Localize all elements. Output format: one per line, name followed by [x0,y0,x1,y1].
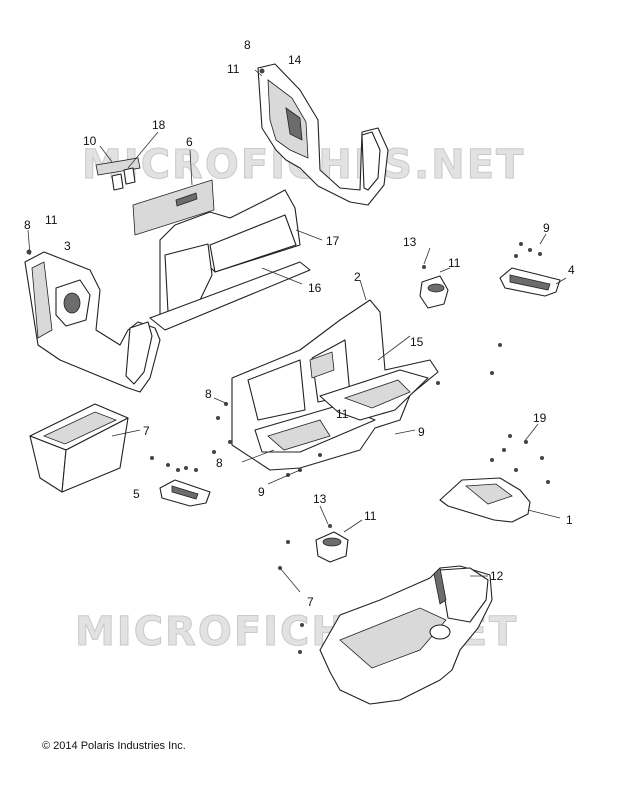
part-5-bracket [159,479,211,507]
part-10-decal [95,145,141,176]
callout-19: 7 [143,424,150,438]
callout-18: 18 [152,118,166,132]
callout-11-mid: 11 [448,256,461,270]
callout-11-top: 11 [227,62,240,76]
part-16-leader [261,267,303,285]
callout-8-right: 9 [418,425,425,439]
callout-8-top: 8 [244,38,251,52]
part-11-cupholder-upper [419,267,451,309]
callout-7-mid: 8 [216,456,223,470]
part-19-storage-bin [29,403,141,493]
callout-6: 6 [186,135,193,149]
callout-8-left: 8 [24,218,31,232]
part-13-leader-lower [319,505,329,525]
part-11-cupholder-lower [315,519,363,563]
part-12-rear-floor [319,565,493,705]
callout-9-top: 9 [543,221,550,235]
part-1-rear-cover [439,477,561,523]
callout-11-floor: 11 [336,407,349,421]
callout-1: 1 [566,513,573,527]
callout-13-top: 13 [403,235,417,249]
callout-12: 12 [490,569,504,583]
part-4-vent [499,267,567,297]
callout-9-right: 19 [533,411,547,425]
callout-13-lower: 13 [313,492,327,506]
callout-3: 3 [64,239,71,253]
callout-4: 4 [568,263,575,277]
part-18-decals [111,131,159,191]
callout-15: 15 [410,335,424,349]
callout-10: 10 [83,134,97,148]
callout-9-mid: 9 [258,485,265,499]
part-17-bulkhead [149,189,323,331]
part-8-leader-right [394,429,416,435]
part-8-leader-left [213,397,229,405]
part-7-screw-leader [279,567,301,593]
callout-14: 14 [288,53,302,67]
callout-16: 16 [308,281,322,295]
callout-5: 5 [133,487,140,501]
part-14-upper-bracket [254,63,389,206]
part-13-leader-top [423,247,431,265]
callout-8-mid: 8 [205,387,212,401]
part-9-leader [267,469,301,485]
callout-17: 17 [326,234,340,248]
part-7-leader [241,449,275,463]
part-3-side-panel [24,229,161,393]
callout-11-left: 11 [45,213,58,227]
part-9-leader-right [523,423,539,443]
callout-11-lower: 11 [364,509,377,523]
part-9-leader-top [539,233,547,245]
callout-2: 2 [354,270,361,284]
callout-7-lower: 7 [307,595,314,609]
part-6-insulation-panel [132,149,215,236]
part-2-cargo-box [231,279,439,471]
copyright-text: © 2014 Polaris Industries Inc. [42,740,186,752]
